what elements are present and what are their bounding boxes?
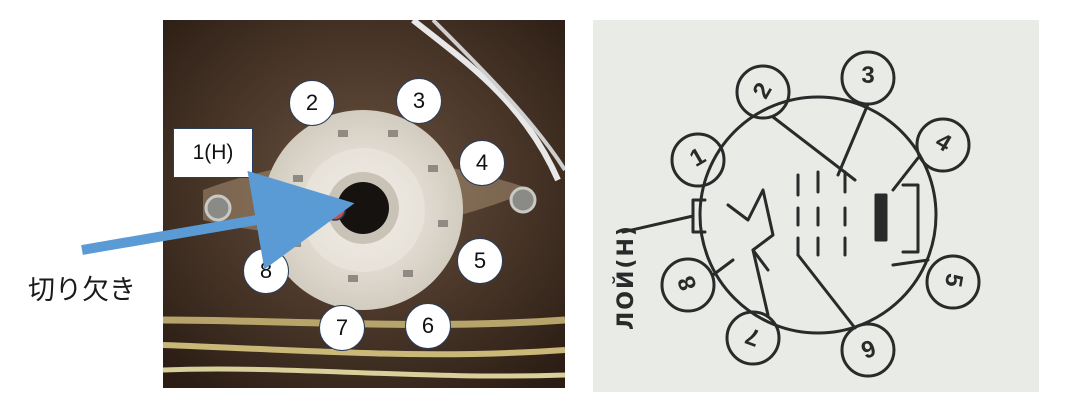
notch-label: 切り欠き bbox=[28, 275, 136, 306]
schematic-pin-5: 5 bbox=[939, 271, 968, 290]
tube-base-diagram: ЛОЙ(Н) 1 2 3 4 5 6 7 8 bbox=[593, 20, 1039, 392]
tube-base-schematic: ЛОЙ(Н) bbox=[593, 20, 1039, 392]
socket-photo-illustration bbox=[163, 20, 565, 388]
pin-3-label: 3 bbox=[396, 78, 442, 124]
pin-4-label: 4 bbox=[459, 140, 505, 186]
socket-photo: 1(H) 2 3 4 5 6 7 8 bbox=[163, 20, 565, 388]
svg-text:ЛОЙ(Н): ЛОЙ(Н) bbox=[613, 224, 639, 330]
pin-5-label: 5 bbox=[457, 238, 503, 284]
schematic-pin-3: 3 bbox=[861, 62, 875, 89]
pin-1-label: 1(H) bbox=[173, 128, 253, 178]
pin-6-label: 6 bbox=[405, 303, 451, 349]
pin-2-label: 2 bbox=[289, 80, 335, 126]
pin-7-label: 7 bbox=[319, 305, 365, 351]
